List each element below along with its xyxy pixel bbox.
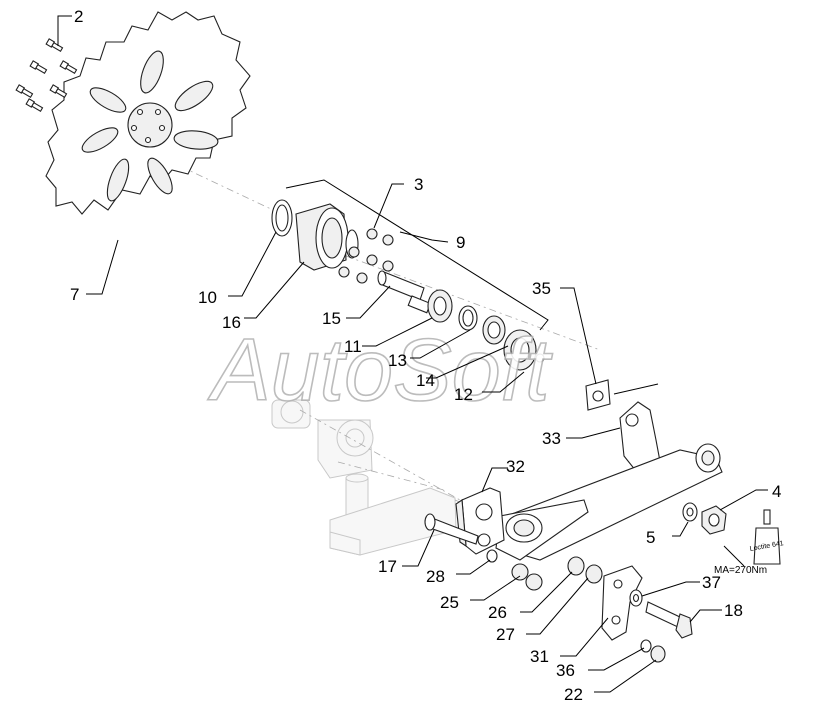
callout-11: 11 [344,337,362,356]
hex-bolt-18 [645,601,693,639]
callout-27: 27 [496,625,515,644]
callout-35: 35 [532,279,551,298]
torque-note: MA=270Nm [714,565,767,576]
pivot-bolt [424,513,479,545]
callout-labels: 2 3 4 5 7 9 10 11 12 13 14 15 16 17 18 2… [70,7,781,704]
callout-3: 3 [414,175,423,194]
callout-31: 31 [530,647,549,666]
callout-13: 13 [388,351,407,370]
callout-17: 17 [378,557,397,576]
callout-26: 26 [488,603,507,622]
callout-15: 15 [322,309,341,328]
hub-and-snap-ring [271,199,359,271]
adhesive-bottle-icon: Loctite 641 [749,509,784,565]
callout-10: 10 [198,288,217,307]
callout-16: 16 [222,313,241,332]
serrated-disc [45,11,251,215]
bushings [486,549,603,591]
cover-plate [585,379,611,411]
bearing-housing-outline [285,179,549,331]
watermark-text: AutoSoft [207,320,553,419]
callout-37: 37 [702,573,721,592]
axle-and-bearings [377,270,545,371]
callout-33: 33 [542,429,561,448]
callout-18: 18 [724,601,743,620]
wheel-nuts [338,228,394,284]
callout-2: 2 [74,7,83,26]
callout-25: 25 [440,593,459,612]
callout-32: 32 [506,457,525,476]
background-assembly-ghost [271,399,457,556]
callout-22: 22 [564,685,583,704]
washer-and-nut [682,502,727,535]
gear-pivot-plate [455,487,505,555]
callout-28: 28 [426,567,445,586]
callout-leaders [57,15,768,693]
callout-7: 7 [70,285,79,304]
washer-37 [629,589,643,607]
callout-36: 36 [556,661,575,680]
swing-arm [495,383,723,561]
disc-bolts [15,38,78,112]
callout-5: 5 [646,528,655,547]
lower-bracket [601,565,643,641]
washer-36-and-nut-22 [640,639,666,663]
callout-12: 12 [454,385,473,404]
callout-9: 9 [456,233,465,252]
callout-14: 14 [416,371,435,390]
callout-4: 4 [772,482,781,501]
